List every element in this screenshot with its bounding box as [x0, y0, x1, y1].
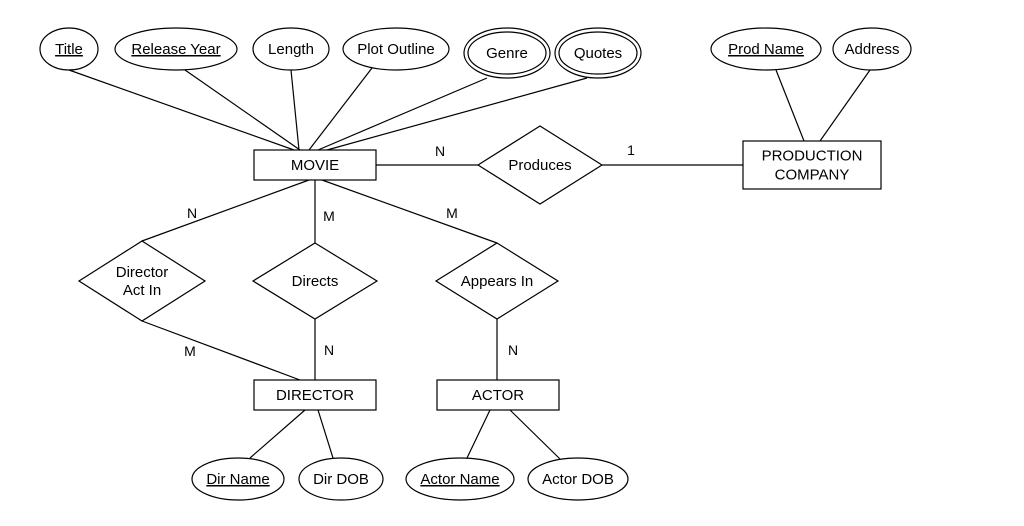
attribute-title[interactable]: Title: [39, 27, 99, 71]
connector-line: [775, 69, 805, 142]
attribute-quotes[interactable]: Quotes: [554, 27, 642, 79]
attribute-ellipse: [252, 27, 330, 71]
attribute-label: Dir Name: [206, 471, 269, 488]
entity-director[interactable]: DIRECTOR: [253, 379, 377, 411]
connector-line: [326, 77, 588, 151]
attribute-genre[interactable]: Genre: [463, 27, 551, 79]
entity-box: [253, 379, 377, 411]
entity-production-company[interactable]: PRODUCTION COMPANY: [742, 140, 882, 190]
relationship-diamond: [476, 125, 604, 205]
relationship-label: Act In: [123, 282, 161, 299]
attribute-dir-dob[interactable]: Dir DOB: [298, 457, 384, 501]
cardinality-director-actin: M: [184, 343, 196, 359]
attribute-label: Release Year: [131, 41, 220, 58]
cardinality-movie-produces: N: [435, 143, 445, 159]
connector-line: [466, 409, 491, 459]
attribute-address[interactable]: Address: [832, 27, 912, 71]
relationship-directs[interactable]: Directs: [251, 242, 379, 320]
attribute-ellipse: [710, 27, 822, 71]
entity-label: COMPANY: [775, 167, 850, 184]
attribute-label: Quotes: [574, 45, 622, 62]
relationship-diamond: [434, 242, 560, 320]
attribute-dir-name[interactable]: Dir Name: [191, 457, 285, 501]
attribute-ellipse: [114, 27, 238, 71]
connector-line: [68, 69, 295, 151]
attribute-label: Title: [55, 41, 83, 58]
cardinality-actor-appears: N: [508, 342, 518, 358]
entity-box: [436, 379, 560, 411]
relationship-produces[interactable]: Produces: [476, 125, 604, 205]
connector-line: [509, 409, 561, 460]
connector-line: [819, 69, 871, 142]
attribute-label: Prod Name: [728, 41, 804, 58]
attribute-label: Dir DOB: [313, 471, 369, 488]
attribute-plot-outline[interactable]: Plot Outline: [342, 27, 450, 71]
entity-label: MOVIE: [291, 157, 339, 174]
relationship-appears-in[interactable]: Appears In: [434, 242, 560, 320]
attribute-prod-name[interactable]: Prod Name: [710, 27, 822, 71]
relationship-label: Appears In: [461, 273, 534, 290]
entity-box: [253, 149, 377, 181]
attribute-label: Actor DOB: [542, 471, 614, 488]
entity-movie[interactable]: MOVIE: [253, 149, 377, 181]
attribute-length[interactable]: Length: [252, 27, 330, 71]
relationship-label: Director: [116, 264, 169, 281]
attribute-ellipse: [405, 457, 515, 501]
attribute-inner-ellipse: [558, 31, 638, 75]
attribute-actor-name[interactable]: Actor Name: [405, 457, 515, 501]
attribute-inner-ellipse: [467, 31, 547, 75]
attribute-label: Genre: [486, 45, 528, 62]
connector-line: [184, 69, 301, 151]
attribute-release-year[interactable]: Release Year: [114, 27, 238, 71]
diagram-nodes: MOVIE PRODUCTION COMPANY DIRECTOR ACTOR Title…: [39, 27, 912, 501]
relationship-label: Directs: [292, 273, 339, 290]
cardinality-movie-appears: M: [446, 205, 458, 221]
cardinality-director-directs: N: [324, 342, 334, 358]
attribute-ellipse: [39, 27, 99, 71]
attribute-ellipse: [832, 27, 912, 71]
cardinality-company-produces: 1: [627, 142, 635, 158]
connector-line: [249, 409, 306, 459]
attribute-actor-dob[interactable]: Actor DOB: [527, 457, 629, 501]
connector-line: [290, 69, 300, 151]
entity-box: [742, 140, 882, 190]
connector-line: [317, 409, 334, 459]
attribute-label: Plot Outline: [357, 41, 435, 58]
attribute-ellipse: [191, 457, 285, 501]
entity-label: DIRECTOR: [276, 387, 354, 404]
cardinality-movie-directs: M: [323, 208, 335, 224]
attribute-label: Actor Name: [420, 471, 499, 488]
attribute-label: Address: [844, 41, 899, 58]
entity-label: PRODUCTION: [762, 148, 863, 165]
attribute-ellipse: [342, 27, 450, 71]
connector-line: [321, 179, 498, 244]
cardinality-movie-actin: N: [187, 205, 197, 221]
entity-actor[interactable]: ACTOR: [436, 379, 560, 411]
connector-line: [141, 179, 310, 242]
attribute-label: Length: [268, 41, 314, 58]
connector-line: [317, 77, 488, 151]
entity-label: ACTOR: [472, 387, 524, 404]
attribute-ellipse: [298, 457, 384, 501]
connector-lines: [68, 67, 871, 460]
connector-line: [141, 320, 301, 381]
relationship-diamond: [251, 242, 379, 320]
relationship-diamond: [77, 240, 207, 322]
relationship-label: Produces: [508, 157, 571, 174]
attribute-ellipse: [527, 457, 629, 501]
connector-line: [308, 67, 373, 151]
